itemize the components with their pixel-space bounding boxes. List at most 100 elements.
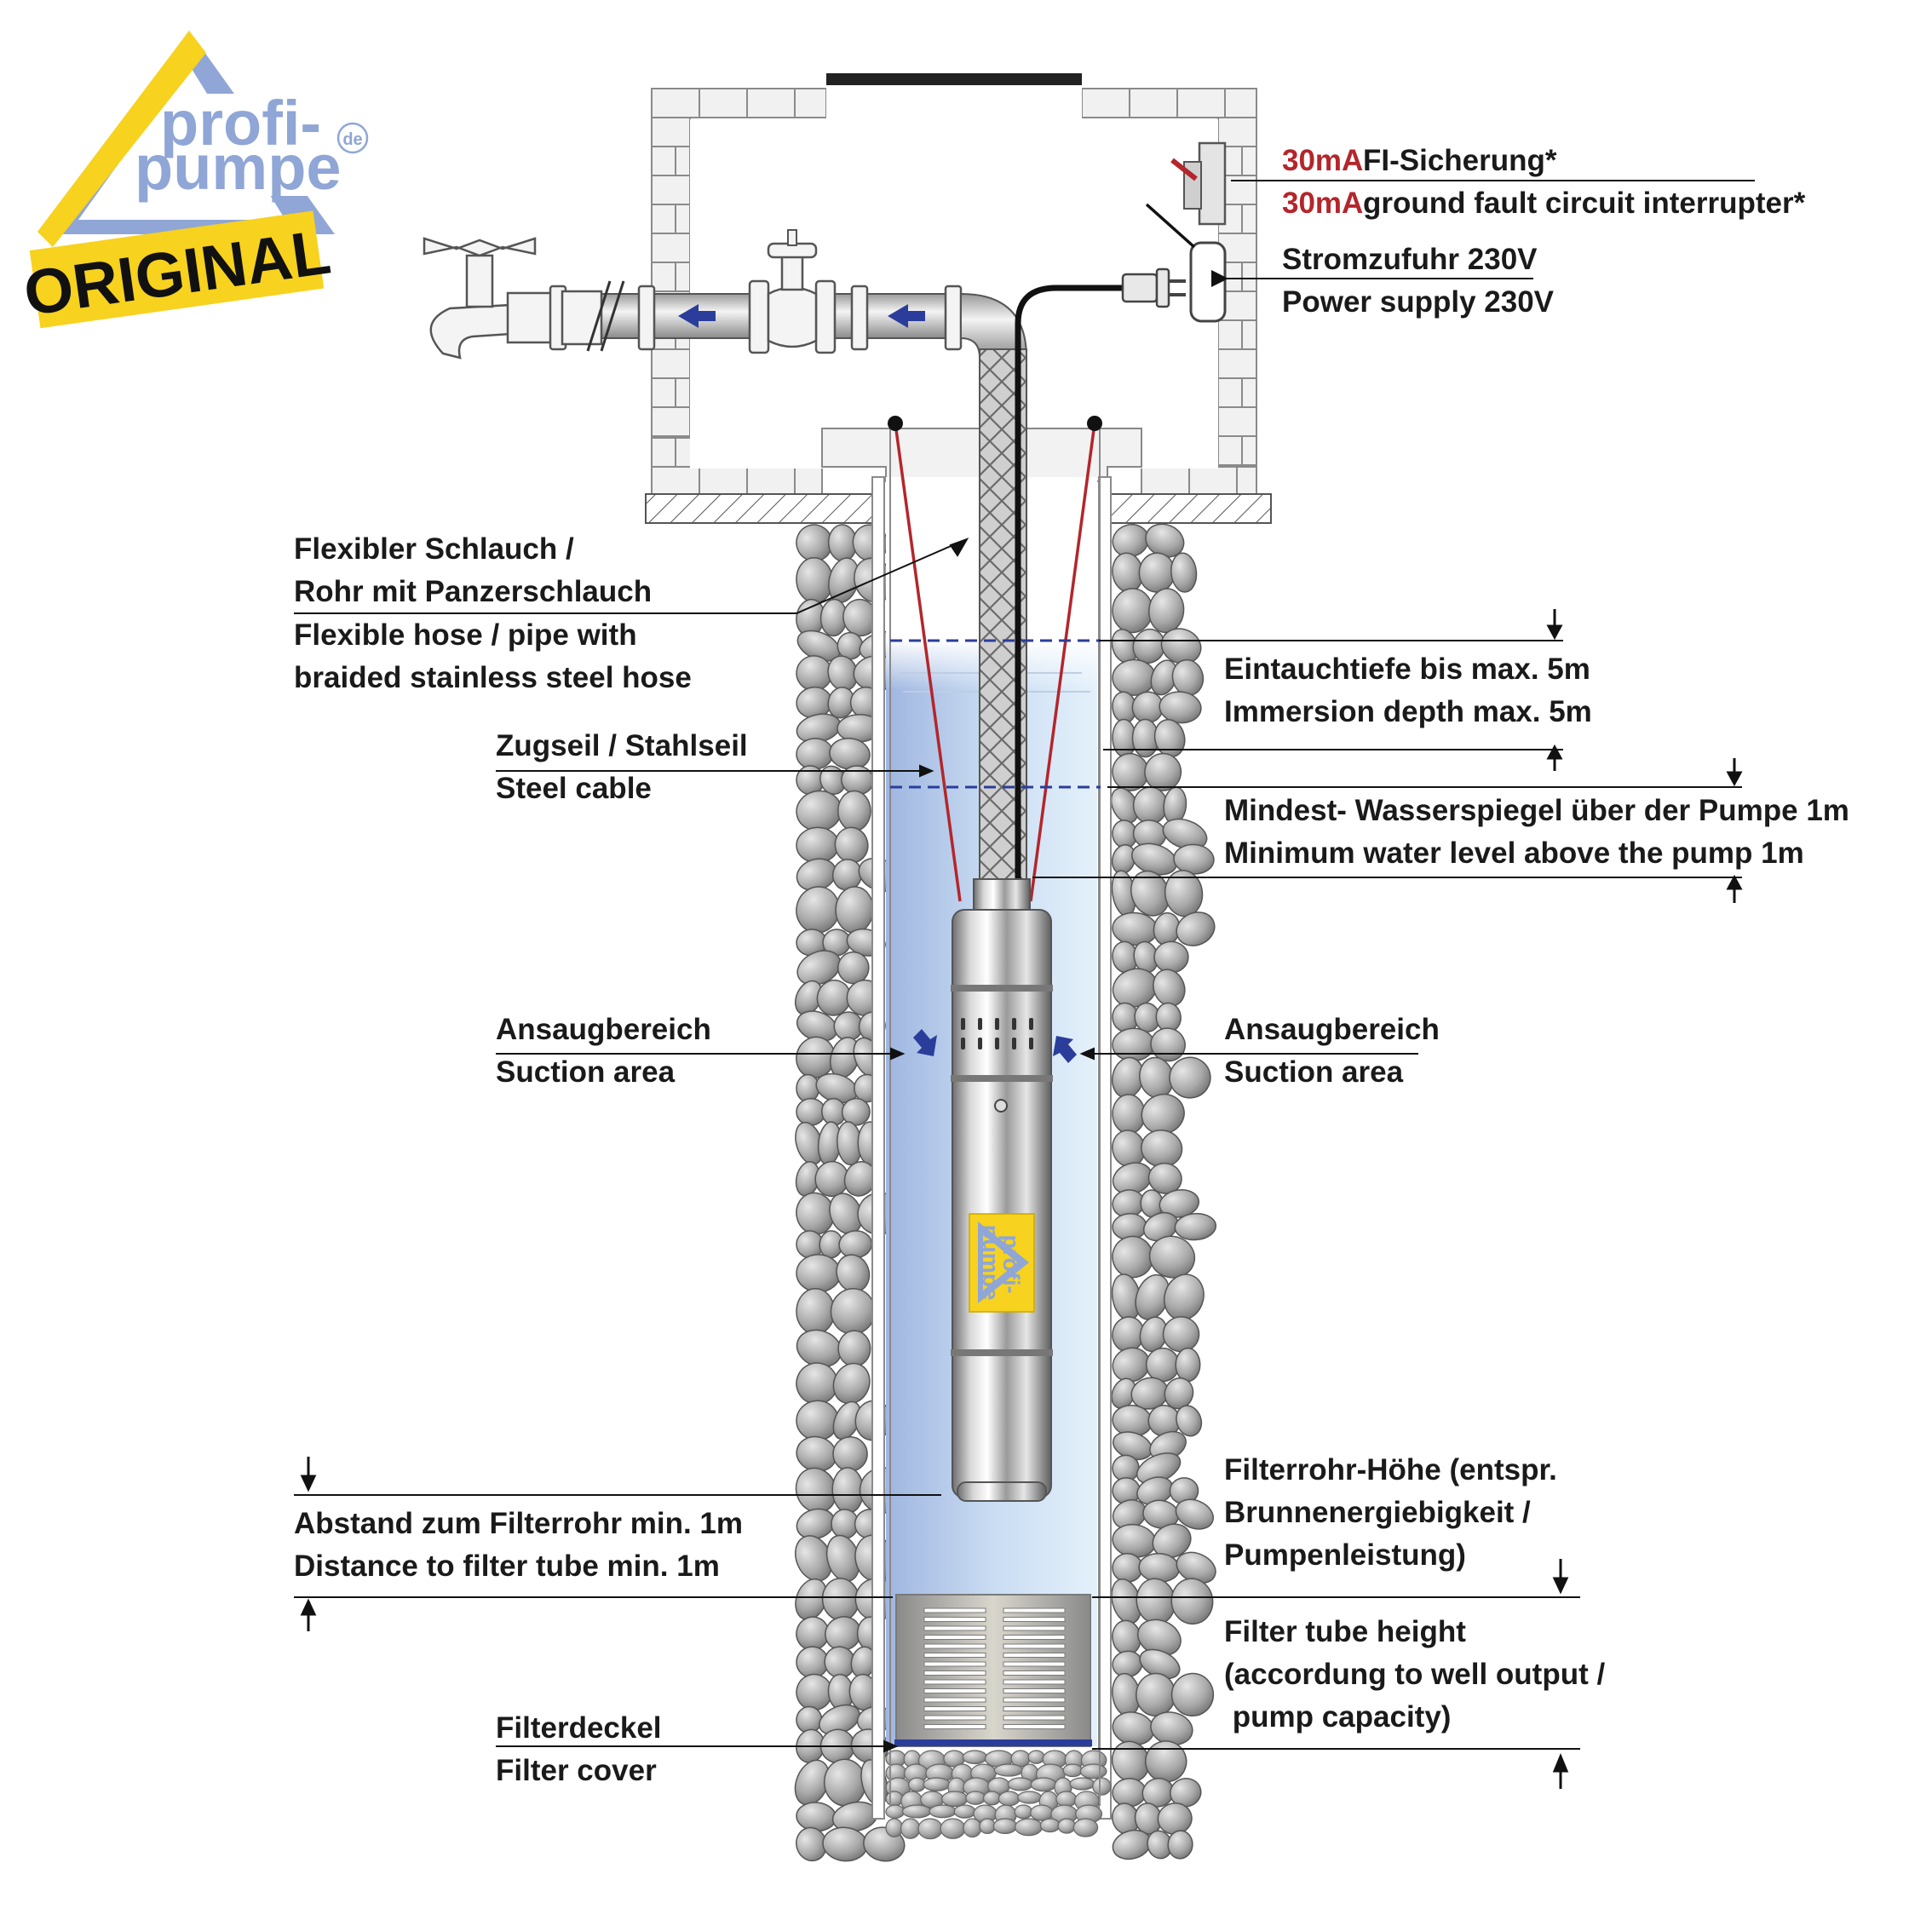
immersion-label-de: Eintauchtiefe bis max. 5m [1224, 653, 1590, 686]
gravel-stone [837, 790, 871, 832]
gravel-pack [794, 523, 1217, 1862]
brick [1241, 146, 1257, 176]
brick [651, 88, 700, 118]
brick [651, 146, 676, 176]
intake-slot [978, 1018, 982, 1030]
brick [651, 175, 691, 205]
brick [699, 88, 748, 118]
gravel-stone [1112, 911, 1159, 946]
brick [1217, 319, 1243, 350]
cable-anchor-left [888, 416, 903, 431]
filter-slots [923, 1607, 1066, 1729]
gravel-stone [929, 1804, 957, 1819]
gravel-stone [1170, 1578, 1214, 1625]
hose-label-en-1: Flexible hose / pipe with [294, 618, 637, 652]
cable-anchor-right [1087, 416, 1102, 431]
hose-label-de-1: Flexibler Schlauch / [294, 532, 574, 566]
gravel-stone [837, 1330, 871, 1367]
intake-slots [961, 1018, 1033, 1049]
logo-domain: de [342, 130, 362, 149]
cable-label-de: Zugseil / Stahlseil [496, 729, 748, 762]
rcd-label-de: FI-Sicherung* [1363, 144, 1557, 177]
brick [1241, 377, 1257, 408]
rcd-amount-label: 30mA [1282, 187, 1363, 220]
gravel-stone [1057, 1818, 1076, 1834]
filter-slot [1003, 1724, 1066, 1729]
gravel-stone [1112, 658, 1156, 696]
power-label-en: Power supply 230V [1282, 285, 1555, 319]
filter-slot [1003, 1617, 1066, 1622]
well-borehole [794, 476, 1217, 1862]
brick [1217, 435, 1243, 466]
casing-right-wall [1098, 476, 1112, 1820]
filter-slot [923, 1617, 986, 1622]
filter-slot [1003, 1715, 1066, 1721]
brick [651, 466, 700, 497]
filter-height-label-en-1: Filter tube height [1224, 1615, 1466, 1648]
filter-slot [923, 1653, 986, 1658]
gravel-stone [1112, 1094, 1146, 1135]
gravel-stone [1092, 1777, 1112, 1796]
gravel-stone [796, 1646, 830, 1679]
filter-slot [923, 1635, 986, 1640]
filter-cover [894, 1739, 1092, 1746]
gravel-stone [917, 1818, 943, 1840]
filter-slot [1003, 1625, 1066, 1631]
gravel-stone [923, 1777, 951, 1791]
brick [1081, 88, 1130, 118]
brick [675, 262, 691, 292]
filter-slot [923, 1688, 986, 1693]
gravel-stone [992, 1818, 1018, 1835]
gravel-stone [908, 1777, 926, 1792]
pump-sticker-text-2: pumpe [978, 1225, 1003, 1301]
filter-slot [923, 1706, 986, 1711]
submersible-pump: profi- pumpe [913, 878, 1077, 1502]
brick [1241, 204, 1257, 234]
gravel-stone [831, 1467, 865, 1514]
brick [746, 466, 796, 497]
intake-slot [961, 1038, 965, 1049]
housing-lid [826, 73, 1082, 87]
gravel-stone [1132, 786, 1168, 825]
filter-slot [923, 1670, 986, 1676]
gravel-stone [837, 951, 870, 985]
ground-slab-right [1108, 493, 1272, 524]
suction-left-label-de: Ansaugbereich [496, 1013, 711, 1046]
filter-slot [923, 1724, 986, 1729]
gravel-stone [1072, 1818, 1099, 1837]
gravel-stone [1167, 1830, 1193, 1860]
brick [651, 377, 676, 408]
suction-arrow-icon [913, 1029, 937, 1056]
gravel-stone [1112, 1778, 1147, 1808]
rcd-label-en: ground fault circuit interrupter* [1363, 187, 1806, 220]
filter-height-label-en-2: (accordung to well output / [1224, 1658, 1605, 1691]
suction-arrow-icon [1053, 1036, 1077, 1063]
gravel-stone [885, 1791, 904, 1807]
gravel-stone [1147, 1162, 1182, 1194]
hose-label-en-2: braided stainless steel hose [294, 661, 692, 694]
brick [651, 437, 676, 468]
gravel-stone [830, 1288, 876, 1335]
filter-slot [923, 1625, 986, 1631]
gravel-stone [885, 1804, 906, 1820]
gravel-stone [796, 950, 842, 986]
intake-slot [995, 1038, 999, 1049]
brick [651, 204, 676, 234]
gravel-stone [965, 1791, 986, 1805]
brick [1217, 406, 1257, 437]
gravel-stone [1170, 1672, 1215, 1717]
power-cable [1015, 285, 1123, 894]
brick [1241, 262, 1257, 292]
gravel-stone [1159, 691, 1202, 724]
filter-height-label-de-3: Pumpenleistung) [1224, 1538, 1466, 1572]
gravel-stone [885, 1818, 904, 1837]
gravel-stone [832, 1436, 868, 1472]
logo-text-line2: pumpe [135, 132, 342, 203]
immersion-label-en: Immersion depth max. 5m [1224, 695, 1592, 728]
filter-slot [1003, 1643, 1066, 1649]
filter-slot [1003, 1697, 1066, 1703]
gravel-stone [1175, 1498, 1214, 1530]
gravel-stone [1069, 1777, 1095, 1791]
gravel-stone [1015, 1818, 1044, 1837]
filter-cover-label-en: Filter cover [496, 1754, 657, 1787]
